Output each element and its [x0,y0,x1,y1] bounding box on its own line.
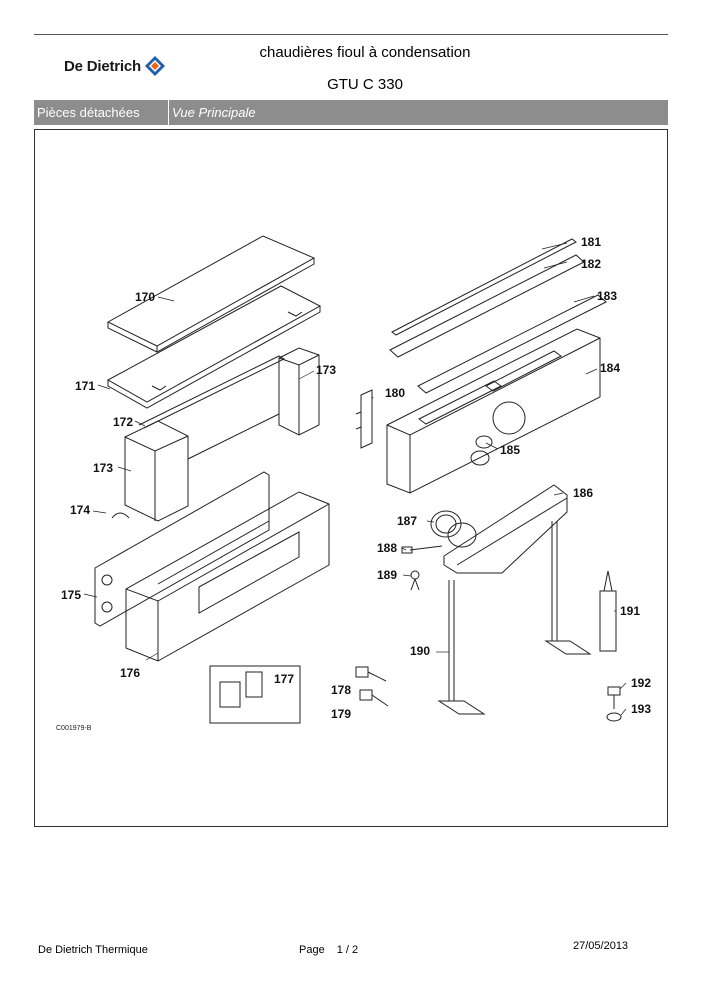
part-187-ring [430,510,477,548]
callout-173-left: 173 [93,461,113,475]
part-180-hinge [355,389,373,449]
callout-179: 179 [331,707,351,721]
callout-171: 171 [75,379,95,393]
part-177-kit [209,665,301,724]
section-header-bar: Pièces détachées Vue Principale [34,100,668,125]
part-185-rings [470,435,493,466]
callouts: 170 171 172 173 173 174 175 176 177 178 … [56,235,651,732]
callout-173-right: 173 [316,363,336,377]
drawing-reference-code: C001979-B [56,725,92,732]
callout-175: 175 [61,588,81,602]
part-191-sealant-cartridge [599,570,617,652]
callout-190: 190 [410,644,430,658]
exploded-parts-drawing: 170 171 172 173 173 174 175 176 177 178 … [56,235,651,732]
callout-185: 185 [500,443,520,457]
part-170-top-panel [106,235,316,353]
part-174-clip [111,512,130,519]
part-188-sensor [401,545,443,554]
footer-page-label: Page [299,944,325,956]
part-172-rail [138,355,286,429]
brand-logo: De Dietrich [64,55,166,77]
callout-182: 182 [581,257,601,271]
callout-191: 191 [620,604,640,618]
part-190-legs [437,521,592,715]
document-title: chaudières fioul à condensation [259,44,471,61]
part-181-183-gaskets [389,238,607,394]
callout-177: 177 [274,672,294,686]
callout-181: 181 [581,235,601,249]
callout-184: 184 [600,361,620,375]
part-184-burner-box [386,328,601,494]
model-name: GTU C 330 [327,76,403,93]
diamond-logo-icon [145,56,165,76]
callout-183: 183 [597,289,617,303]
part-171-panel [106,285,322,409]
callout-192: 192 [631,676,651,690]
part-189-clip [410,570,420,591]
footer-page-number: 1 / 2 [336,944,359,956]
part-175-side-panel [94,471,270,627]
callout-170: 170 [135,290,155,304]
callout-187: 187 [397,514,417,528]
part-173-left-block [124,413,280,522]
footer-page: Page 1 / 2 [299,944,370,956]
leader-lines [83,242,627,716]
part-173-right-block [278,347,320,436]
callout-172: 172 [113,415,133,429]
callout-178: 178 [331,683,351,697]
callout-193: 193 [631,702,651,716]
part-192-193-fasteners [606,686,622,722]
part-176-front-box [125,491,330,662]
callout-189: 189 [377,568,397,582]
header-rule [34,34,668,35]
section-category: Pièces détachées [34,100,169,125]
callout-186: 186 [573,486,593,500]
callout-176: 176 [120,666,140,680]
part-178-179-screws [355,666,389,707]
brand-name: De Dietrich [64,57,141,75]
footer-date: 27/05/2013 [573,940,629,952]
section-view-name: Vue Principale [172,105,256,120]
drawing-frame [34,129,668,827]
callout-188: 188 [377,541,397,555]
part-186-rail [443,484,568,574]
footer-company: De Dietrich Thermique [38,944,148,956]
callout-180: 180 [385,386,405,400]
callout-174: 174 [70,503,90,517]
